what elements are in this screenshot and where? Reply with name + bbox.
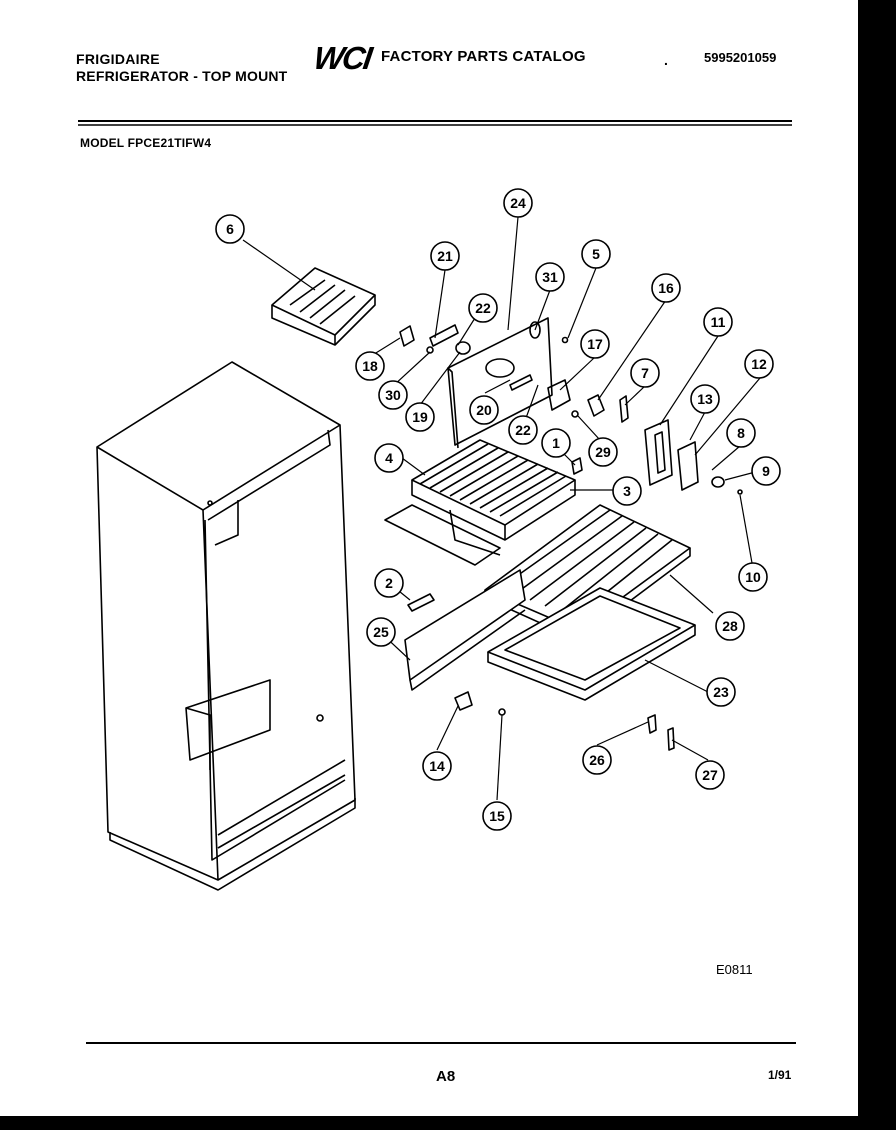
- callout-28: 28: [715, 611, 745, 641]
- callout-14: 14: [422, 751, 452, 781]
- svg-text:3: 3: [623, 483, 631, 499]
- ice-tray-part: [271, 267, 376, 346]
- callout-22b: 22: [508, 415, 538, 445]
- svg-text:15: 15: [489, 808, 505, 824]
- callout-7: 7: [630, 358, 660, 388]
- callout-8: 8: [726, 418, 756, 448]
- callout-30: 30: [378, 380, 408, 410]
- callout-22a: 22: [468, 293, 498, 323]
- exploded-parts-diagram: 1 2 3 4 5 6 7 8 9 10 11 12 13 14 15 16 1…: [78, 120, 796, 1044]
- svg-text:7: 7: [641, 365, 649, 381]
- svg-text:10: 10: [745, 569, 761, 585]
- svg-text:31: 31: [542, 269, 558, 285]
- callout-17: 17: [580, 329, 610, 359]
- part-number: 5995201059: [704, 50, 777, 65]
- diagram-code: E0811: [716, 962, 753, 977]
- svg-text:13: 13: [697, 391, 713, 407]
- air-baffle: [404, 569, 526, 691]
- svg-text:22: 22: [515, 422, 531, 438]
- callout-10: 10: [738, 562, 768, 592]
- catalog-page: FRIGIDAIRE REFRIGERATOR - TOP MOUNT WCI …: [0, 0, 858, 1116]
- callout-26: 26: [582, 745, 612, 775]
- page-number: A8: [436, 1068, 456, 1085]
- callout-24: 24: [503, 188, 533, 218]
- svg-text:17: 17: [587, 336, 603, 352]
- svg-text:22: 22: [475, 300, 491, 316]
- revision-date: 1/91: [768, 1068, 792, 1082]
- callout-27: 27: [695, 760, 725, 790]
- callout-2: 2: [374, 568, 404, 598]
- cabinet-shell: [96, 361, 356, 891]
- model-number: MODEL FPCE21TIFW4: [80, 136, 212, 150]
- callout-9: 9: [751, 456, 781, 486]
- product-subtitle: REFRIGERATOR - TOP MOUNT: [76, 68, 288, 84]
- svg-text:1: 1: [552, 435, 560, 451]
- callout-31: 31: [535, 262, 565, 292]
- svg-text:14: 14: [429, 758, 445, 774]
- svg-text:11: 11: [711, 314, 726, 330]
- small-hardware: [399, 324, 675, 751]
- svg-text:6: 6: [226, 221, 234, 237]
- catalog-title: FACTORY PARTS CATALOG: [381, 48, 586, 65]
- svg-text:12: 12: [751, 356, 767, 372]
- callout-25: 25: [366, 617, 396, 647]
- callout-1: 1: [541, 428, 571, 458]
- brand-name: FRIGIDAIRE: [76, 51, 160, 67]
- svg-text:23: 23: [713, 684, 729, 700]
- callout-3: 3: [612, 476, 642, 506]
- support-rod: [407, 593, 435, 612]
- separator-dot: .: [664, 52, 668, 68]
- callout-18: 18: [355, 351, 385, 381]
- svg-text:16: 16: [658, 280, 674, 296]
- callout-11: 11: [703, 307, 733, 337]
- callout-15: 15: [482, 801, 512, 831]
- callout-23: 23: [706, 677, 736, 707]
- callout-29: 29: [588, 437, 618, 467]
- svg-text:2: 2: [385, 575, 393, 591]
- svg-text:27: 27: [702, 767, 718, 783]
- callout-4: 4: [374, 443, 404, 473]
- svg-text:26: 26: [589, 752, 605, 768]
- svg-text:25: 25: [373, 624, 389, 640]
- callout-12: 12: [744, 349, 774, 379]
- evaporator-coil: [384, 439, 576, 566]
- svg-text:28: 28: [722, 618, 738, 634]
- svg-text:20: 20: [476, 402, 492, 418]
- callout-20: 20: [469, 395, 499, 425]
- svg-text:18: 18: [362, 358, 378, 374]
- callout-5: 5: [581, 239, 611, 269]
- callout-6: 6: [215, 214, 245, 244]
- svg-text:4: 4: [385, 450, 393, 466]
- svg-text:5: 5: [592, 246, 600, 262]
- damper-control-housing: [644, 419, 743, 495]
- svg-text:8: 8: [737, 425, 745, 441]
- callout-21: 21: [430, 241, 460, 271]
- callout-16: 16: [651, 273, 681, 303]
- svg-text:29: 29: [595, 444, 611, 460]
- callout-19: 19: [405, 402, 435, 432]
- svg-text:19: 19: [412, 409, 428, 425]
- svg-text:24: 24: [510, 195, 526, 211]
- callout-13: 13: [690, 384, 720, 414]
- svg-text:9: 9: [762, 463, 770, 479]
- svg-text:21: 21: [437, 248, 453, 264]
- header-rule: [78, 120, 792, 126]
- drip-pan: [487, 587, 696, 701]
- svg-text:30: 30: [385, 387, 401, 403]
